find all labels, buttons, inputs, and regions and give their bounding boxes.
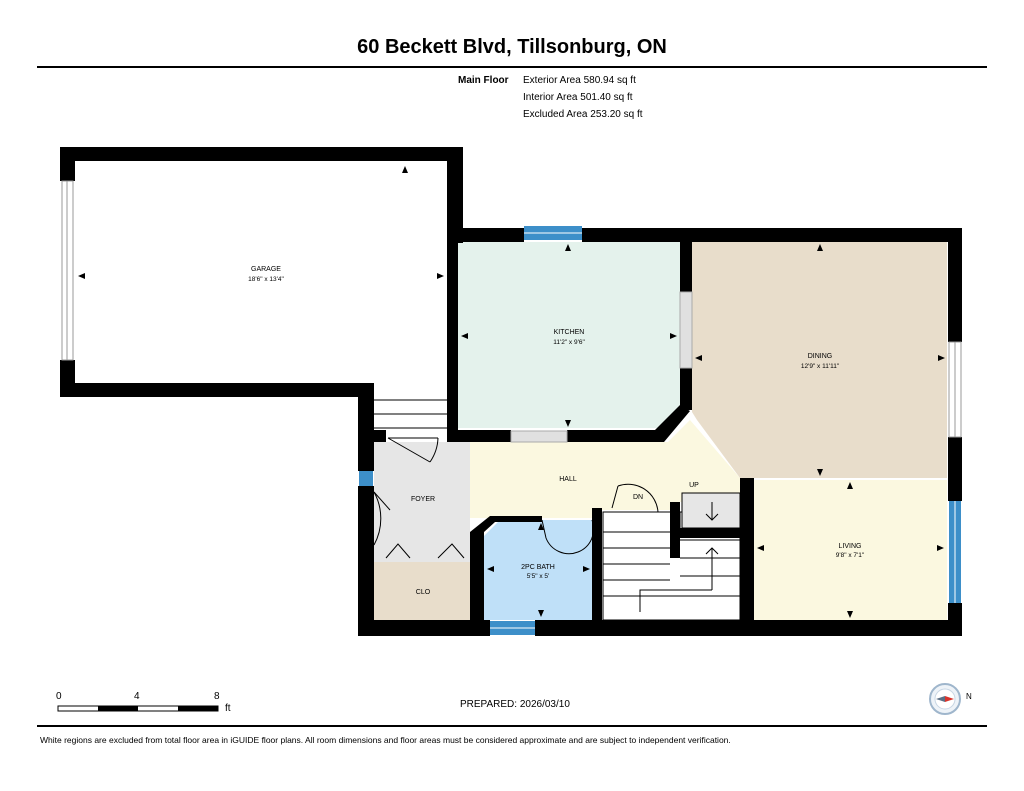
dining-label: DINING <box>808 353 833 360</box>
exterior-area: Exterior Area 580.94 sq ft <box>523 75 636 86</box>
dining-floor <box>692 242 947 478</box>
garage-floor <box>75 161 447 383</box>
closet-floor <box>374 562 470 620</box>
windows <box>61 180 962 635</box>
hall-floor <box>470 420 740 518</box>
living-floor <box>754 480 947 622</box>
dining-dims: 12'9" x 11'11" <box>801 363 840 370</box>
kitchen-floor <box>458 242 680 428</box>
scale-tick-0: 0 <box>56 691 62 702</box>
closet-label: CLO <box>416 589 431 596</box>
header-rule <box>37 66 987 68</box>
scale-unit: ft <box>225 703 231 714</box>
walls <box>60 147 962 636</box>
living-dims: 9'8" x 7'1" <box>836 552 865 559</box>
bath-floor <box>484 520 592 620</box>
stairs-up-label: UP <box>689 482 699 489</box>
scale-tick-8: 8 <box>214 691 220 702</box>
footer-rule <box>37 725 987 727</box>
excluded-area: Excluded Area 253.20 sq ft <box>523 109 643 120</box>
foyer-floor <box>374 442 470 562</box>
scale-bar <box>57 705 219 712</box>
compass-icon <box>929 683 961 715</box>
kitchen-label: KITCHEN <box>554 329 585 336</box>
floor-label: Main Floor <box>458 75 509 86</box>
garage-label: GARAGE <box>251 266 281 273</box>
foyer-label: FOYER <box>411 496 435 503</box>
kitchen-dims: 11'2" x 9'6" <box>553 339 585 346</box>
north-label: N <box>966 692 972 701</box>
living-label: LIVING <box>839 543 862 550</box>
garage-dims: 18'6" x 13'4" <box>248 276 284 283</box>
disclaimer: White regions are excluded from total fl… <box>40 735 731 745</box>
page-title: 60 Beckett Blvd, Tillsonburg, ON <box>357 36 667 58</box>
prepared-date: PREPARED: 2026/03/10 <box>460 699 570 710</box>
stairs <box>602 492 741 621</box>
hall-label: HALL <box>559 476 577 483</box>
doors <box>373 437 659 559</box>
garage-steps <box>374 399 447 429</box>
area-values: Exterior Area 580.94 sq ft Interior Area… <box>523 72 643 123</box>
scale-tick-4: 4 <box>134 691 140 702</box>
stairs-down-label: DN <box>633 494 643 501</box>
room-labels: GARAGE 18'6" x 13'4" KITCHEN 11'2" x 9'6… <box>248 266 865 596</box>
dimension-arrows <box>78 166 945 618</box>
interior-area: Interior Area 501.40 sq ft <box>523 92 633 103</box>
bath-label: 2PC BATH <box>521 564 555 571</box>
bath-dims: 5'5" x 5' <box>527 573 550 580</box>
